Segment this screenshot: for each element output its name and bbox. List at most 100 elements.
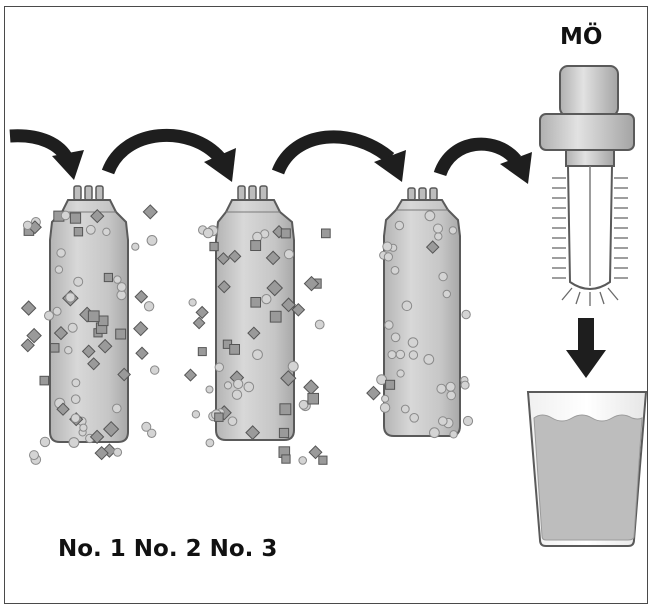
particle-square (53, 325, 69, 341)
particle-dot (383, 252, 393, 262)
particle-dot (446, 390, 457, 401)
particle-dot (395, 349, 406, 360)
particle-dot (379, 402, 391, 413)
particle-square (115, 328, 127, 340)
particle-square (214, 412, 224, 422)
particle-dot (143, 301, 155, 312)
particle-dot (298, 399, 309, 410)
particle-dot (261, 294, 272, 305)
particle-square (280, 370, 297, 387)
particle-square (197, 347, 207, 357)
particle-dot (113, 275, 122, 284)
particle-square (20, 338, 35, 353)
particle-square (26, 327, 42, 344)
particle-dot (243, 381, 255, 393)
particle-square (278, 427, 290, 439)
particle-dot (461, 309, 471, 320)
particle-dot (448, 226, 458, 235)
membrane-icon (539, 65, 635, 306)
particle-dot (52, 306, 62, 316)
particle-square (87, 310, 100, 323)
curved-arrow-icon (433, 137, 532, 184)
particle-dot (390, 266, 400, 275)
particle-square (425, 240, 440, 254)
particle-dot (70, 413, 81, 424)
particle-square (69, 212, 82, 224)
membrane-bristle (575, 291, 581, 305)
particle-square (73, 227, 84, 237)
particle-dot (146, 235, 158, 246)
particle-dot (252, 349, 263, 361)
particle-dot (433, 223, 443, 234)
particle-square (303, 379, 320, 396)
particle-square (281, 297, 297, 313)
particle-dot (233, 378, 244, 390)
particle-dot (283, 249, 295, 260)
particle-dot (445, 381, 456, 392)
particle-dot (400, 404, 410, 414)
particle-dot (113, 447, 123, 457)
particle-dot (85, 224, 96, 235)
particle-square (134, 289, 149, 304)
particle-square (303, 275, 320, 292)
particle-dot (287, 360, 299, 372)
particle-square (133, 320, 149, 337)
particle-square (135, 346, 149, 360)
particle-dot (314, 319, 325, 330)
particle-dot (423, 354, 435, 365)
particle-cloud (20, 204, 474, 465)
particle-dot (376, 374, 388, 386)
particle-dot (214, 362, 225, 372)
particle-square (97, 338, 113, 354)
particle-dot (438, 271, 448, 282)
particle-dot (381, 394, 390, 403)
particle-dot (29, 450, 39, 461)
particle-square (385, 379, 396, 390)
particle-square (94, 445, 109, 461)
particle-dot (438, 416, 448, 426)
particle-dot (231, 389, 243, 400)
particle-dot (44, 310, 54, 321)
particle-square (216, 252, 230, 266)
particle-square (228, 249, 242, 263)
particle-square (209, 241, 219, 252)
particle-dot (116, 282, 127, 292)
particle-dot (188, 298, 197, 307)
particle-square (250, 240, 262, 252)
particle-dot (429, 427, 440, 439)
particle-dot (191, 410, 201, 419)
particle-square (192, 316, 206, 330)
particle-dot (60, 210, 71, 221)
particle-square (307, 392, 319, 405)
particle-dot (462, 415, 474, 427)
particle-square (269, 310, 282, 323)
filter-sequence-label: No. 1 No. 2 No. 3 (58, 536, 278, 562)
particle-square (245, 425, 261, 441)
particle-dot (401, 300, 413, 312)
particle-square (318, 455, 328, 465)
particle-square (89, 429, 105, 445)
particle-dot (407, 337, 419, 348)
down-arrow-icon (566, 318, 606, 378)
particle-dot (65, 292, 76, 303)
particle-dot (67, 322, 78, 333)
particle-square (117, 367, 131, 382)
particle-square (291, 302, 306, 317)
particle-dot (205, 385, 214, 394)
particle-dot (54, 265, 64, 274)
particle-dot (387, 350, 397, 360)
particle-dot (141, 421, 152, 432)
particle-square (142, 204, 158, 220)
particle-square (321, 228, 331, 239)
particle-square (81, 344, 96, 359)
particle-square (366, 385, 381, 401)
particle-square (56, 402, 70, 416)
particle-dot (409, 413, 420, 423)
curved-arrow-icon (9, 129, 84, 180)
particle-square (97, 315, 109, 327)
membrane-bristle (607, 287, 619, 301)
particle-square (90, 208, 105, 224)
particle-square (279, 403, 292, 416)
particle-square (229, 344, 240, 355)
particle-dot (434, 232, 443, 241)
